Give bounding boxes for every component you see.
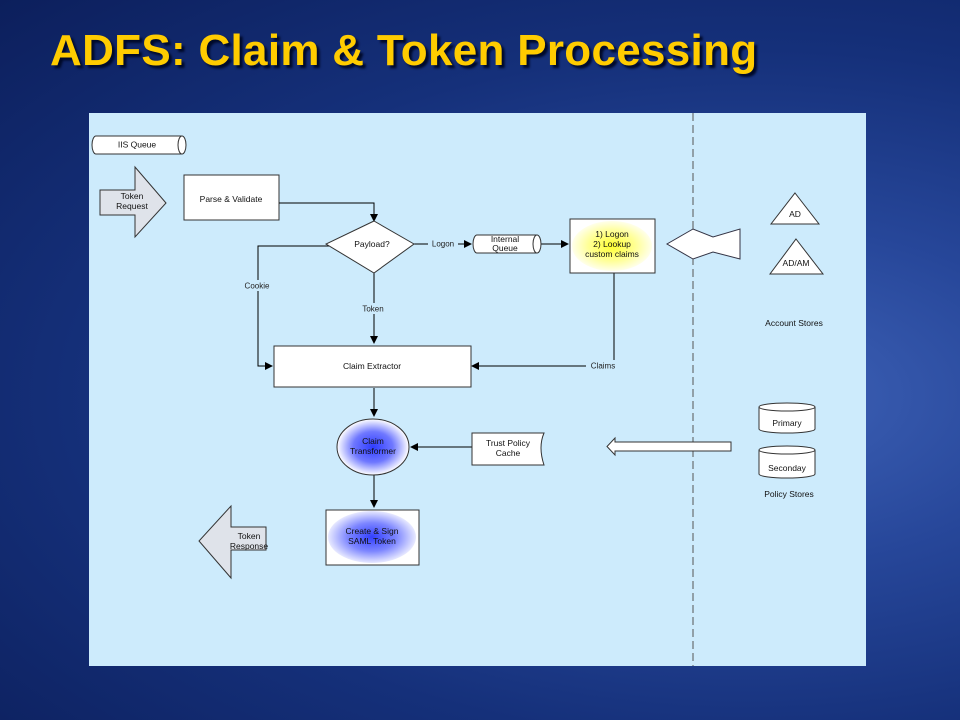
token-response-label-2: Response [230,541,269,551]
claim-transformer-label-1: Claim [362,436,384,446]
edge-label-token: Token [357,303,389,314]
claim-extractor-node: Claim Extractor [273,345,472,388]
create-sign-label-1: Create & Sign [346,526,399,536]
payload-label: Payload? [354,239,390,249]
claim-extractor-label: Claim Extractor [343,361,401,371]
token-request-label-2: Request [116,201,148,211]
primary-label: Primary [772,418,802,428]
create-sign-label-2: SAML Token [348,536,396,546]
iis-queue-node: IIS Queue [91,135,187,155]
diagram-canvas: IIS Queue Token Request Parse & Validate [89,113,866,666]
edge-label-logon: Logon [428,238,458,249]
edge-label-claims: Claims [586,360,620,371]
edge-claims-text: Claims [591,362,615,371]
logon-lookup-node: 1) Logon 2) Lookup custom claims [569,218,656,274]
trust-policy-label-1: Trust Policy [486,438,531,448]
ad-am-label: AD/AM [783,258,810,268]
primary-store-node: Primary [758,402,816,434]
logon-lookup-label-2: 2) Lookup [593,239,631,249]
edge-cookie-text: Cookie [245,282,270,291]
policy-store-arrow [606,436,732,457]
trust-policy-label-2: Cache [496,448,521,458]
edge-token-text: Token [362,305,383,314]
account-stores-label: Account Stores [765,318,823,328]
parse-validate-label: Parse & Validate [200,194,263,204]
token-response-node: Token Response [198,504,269,580]
account-store-arrow [665,228,741,260]
internal-queue-node: Internal Queue [472,234,542,254]
create-sign-node: Create & Sign SAML Token [325,509,420,566]
internal-queue-label-1: Internal [491,234,519,244]
secondary-label: Seconday [768,463,807,473]
edge-logon-text: Logon [432,240,454,249]
claim-transformer-node: Claim Transformer [336,418,410,476]
edge-label-cookie: Cookie [239,280,275,291]
policy-stores-label: Policy Stores [764,489,814,499]
ad-label: AD [789,209,801,219]
payload-decision: Payload? [324,220,415,274]
token-request-node: Token Request [99,165,167,239]
iis-queue-label: IIS Queue [118,140,157,150]
slide-title: ADFS: Claim & Token Processing [50,26,758,75]
trust-policy-cache-node: Trust Policy Cache [471,432,545,466]
claim-transformer-label-2: Transformer [350,446,396,456]
logon-lookup-label-3: custom claims [585,249,639,259]
parse-validate-node: Parse & Validate [183,174,280,221]
ad-am-store-node: AD/AM [769,238,825,275]
internal-queue-label-2: Queue [492,243,518,253]
ad-store-node: AD [769,192,821,225]
logon-lookup-label-1: 1) Logon [595,229,629,239]
secondary-store-node: Seconday [758,445,816,479]
token-request-label-1: Token [121,191,144,201]
token-response-label-1: Token [238,531,261,541]
